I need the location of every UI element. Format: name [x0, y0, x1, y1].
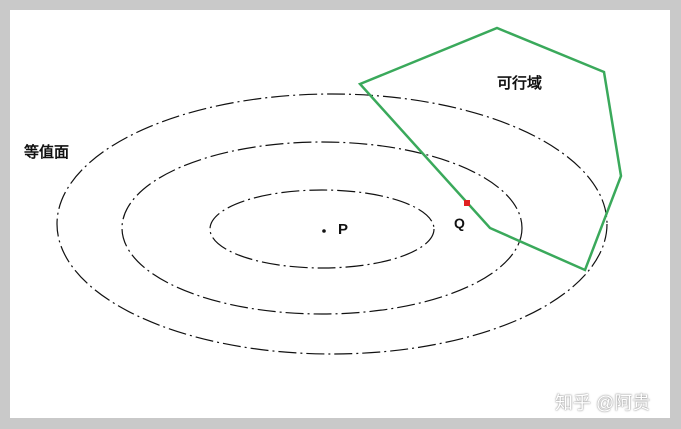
diagram-svg — [56, 26, 623, 355]
contour-inner — [209, 189, 435, 269]
point-q-label: Q — [454, 215, 465, 231]
contour-outer — [56, 93, 608, 355]
point-q-marker — [464, 200, 470, 206]
contour-middle — [121, 141, 523, 315]
feasible-region-polygon — [357, 26, 623, 272]
diagram-canvas: 等值面 可行域 P Q 知乎 @阿贵 — [10, 10, 670, 418]
isosurface-label: 等值面 — [24, 144, 70, 161]
feasible-region-label: 可行域 — [497, 75, 543, 92]
point-p-marker — [322, 229, 326, 233]
point-p-label: P — [338, 221, 349, 238]
watermark: 知乎 @阿贵 — [555, 393, 651, 413]
